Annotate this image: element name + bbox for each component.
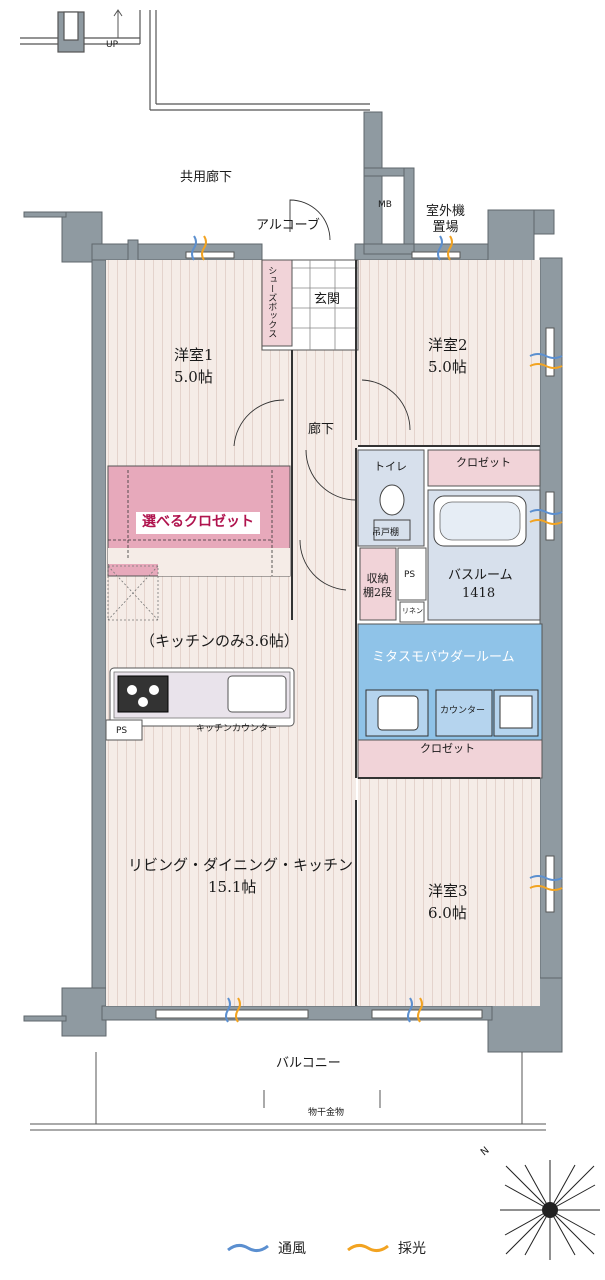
- choice-closet-label: 選べるクロゼット: [136, 512, 260, 534]
- room1-name: 洋室1: [174, 346, 214, 364]
- counter-label: カウンター: [440, 706, 486, 716]
- windows: [155, 251, 555, 1019]
- stair-up-label: UP: [106, 40, 119, 50]
- room3-closet-label: クロゼット: [420, 742, 475, 755]
- shoe-box: [261, 259, 293, 347]
- ldk-name: リビング・ダイニング・キッチン: [128, 856, 354, 874]
- ps-toilet-label: PS: [404, 570, 416, 580]
- floor-room2: [358, 260, 540, 446]
- mb-label: MB: [378, 200, 392, 210]
- legend-daylight: 採光: [346, 1238, 426, 1258]
- floor-room1: [106, 260, 292, 466]
- room1-size: 5.0帖: [174, 368, 213, 386]
- doors: [233, 199, 411, 591]
- room2-closet-label: クロゼット: [456, 456, 511, 469]
- ventilation-line-icon: [227, 1243, 269, 1253]
- outdoor-unit-label: 室外機 置場: [426, 204, 466, 236]
- room2-size: 5.0帖: [428, 358, 467, 376]
- room2-closet: [427, 449, 541, 487]
- balcony-outline: [30, 1052, 546, 1131]
- toilet-label: トイレ: [374, 460, 407, 473]
- bathroom-size: 1418: [462, 586, 496, 601]
- toilet-fixture: [373, 484, 411, 541]
- room2-name: 洋室2: [428, 336, 468, 354]
- bathroom-label: バスルーム: [448, 568, 513, 583]
- room3-size: 6.0帖: [428, 904, 467, 922]
- drying-hardware-label: 物干金物: [308, 1108, 345, 1118]
- stair-area: [20, 9, 370, 111]
- kitchen-only-label: （キッチンのみ3.6帖）: [140, 632, 299, 650]
- powder-fixtures: [365, 689, 539, 737]
- hanging-shelf-label: 吊戸棚: [372, 528, 400, 538]
- common-corridor-label: 共用廊下: [180, 170, 233, 185]
- storage-shelf: [359, 547, 397, 621]
- ps-kitchen-label: PS: [116, 726, 128, 736]
- alcove-label: アルコーブ: [256, 218, 320, 233]
- linen-box: [399, 601, 425, 623]
- airflow-markers: [191, 235, 563, 1023]
- legend-ventilation-label: 通風: [278, 1241, 306, 1257]
- interior-walls: [291, 260, 540, 1006]
- sink: [227, 675, 287, 713]
- legend-daylight-label: 採光: [398, 1241, 426, 1257]
- floor-room3: [358, 778, 540, 1006]
- ps-box: [397, 547, 427, 601]
- ldk-size: 15.1帖: [208, 878, 257, 896]
- powder-room-label: ミタスモパウダールーム: [372, 650, 515, 665]
- entrance: [261, 259, 359, 351]
- kitchen: [105, 667, 295, 741]
- pantry-box: [107, 565, 159, 621]
- kitchen-counter-label: キッチンカウンター: [196, 724, 278, 734]
- room3-name: 洋室3: [428, 882, 468, 900]
- compass-icon: [500, 1160, 600, 1260]
- entrance-label: 玄関: [314, 292, 341, 307]
- storage-label: 収納 棚2段: [363, 572, 392, 599]
- legend-ventilation: 通風: [226, 1238, 306, 1258]
- daylight-line-icon: [347, 1243, 389, 1253]
- balcony-label: バルコニー: [276, 1056, 341, 1071]
- linen-label: リネン: [402, 607, 423, 615]
- shoe-box-label: シューズボックス: [266, 266, 277, 338]
- hallway-label: 廊下: [308, 422, 335, 437]
